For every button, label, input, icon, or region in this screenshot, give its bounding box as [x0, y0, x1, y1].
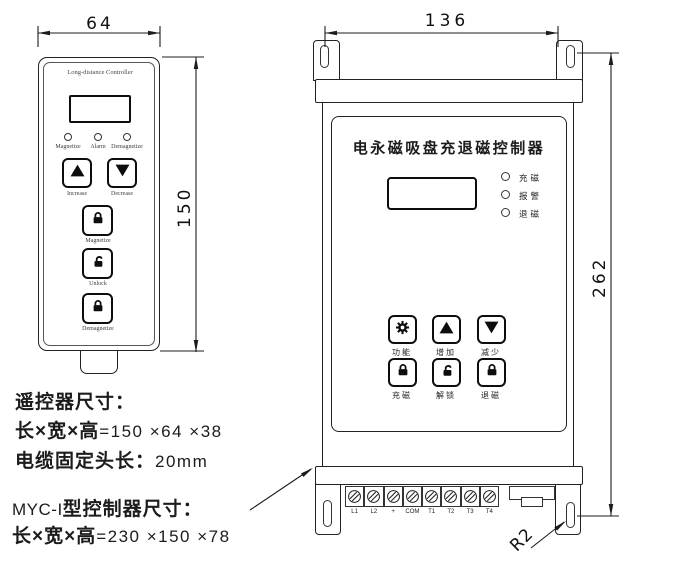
unlock-icon [440, 363, 454, 382]
terminal-label: L1 [351, 509, 358, 515]
terminal-screw [460, 486, 480, 507]
controller-top-band [315, 79, 583, 103]
down-arrow-icon [115, 164, 130, 182]
controller-bottom-band [315, 466, 583, 485]
terminal-screw [441, 486, 461, 507]
remote-magnetize-button [82, 205, 113, 236]
controller-height-dimension: 262 [590, 256, 610, 298]
remote-width-dimension: 64 [86, 14, 114, 34]
lock-icon [91, 211, 105, 230]
controller-heading-rest: 型控制器尺寸： [62, 499, 203, 520]
remote-light-label: Alarm [90, 144, 106, 150]
decrease-button [477, 315, 506, 344]
decrease-label: 减少 [481, 348, 501, 357]
controller-width-dimension: 136 [424, 11, 470, 31]
demagnetize-button [477, 358, 506, 387]
increase-button [432, 315, 461, 344]
controller-light-label: 退磁 [519, 209, 543, 219]
up-arrow-icon [70, 164, 85, 182]
cable-gland [80, 351, 118, 374]
terminal-screw [422, 486, 442, 507]
terminal-label: + [391, 509, 395, 515]
terminal-screw [479, 486, 499, 507]
magnetize-label: 充磁 [392, 391, 412, 400]
remote-increase-label: Increase [67, 191, 87, 197]
terminal-strip [345, 486, 499, 507]
mounting-slot [320, 45, 329, 68]
terminal-screw [383, 486, 403, 507]
panel-title: 电永磁吸盘充退磁控制器 [352, 140, 546, 157]
terminal-label: T4 [485, 509, 493, 515]
terminal-screw [402, 486, 422, 507]
remote-demagnetize-button [82, 293, 113, 324]
terminal-label: COM [405, 509, 420, 515]
function-button [388, 315, 417, 344]
remote-unlock-button [82, 248, 113, 279]
magnetize-button [388, 358, 417, 387]
controller-size-line: 长×宽×高=230 ×150 ×78 [12, 521, 231, 548]
size-label: 长×宽×高 [12, 526, 97, 547]
increase-label: 增加 [436, 348, 456, 357]
remote-unlock-label: Unlock [89, 281, 107, 287]
remote-light-demagnetize [123, 133, 131, 141]
mounting-slot [566, 45, 575, 68]
remote-size-heading: 遥控器尺寸： [15, 392, 136, 413]
up-arrow-icon [439, 321, 454, 339]
terminal-label: T2 [447, 509, 455, 515]
controller-display [387, 177, 477, 210]
controller-light-label: 充磁 [519, 173, 543, 183]
unlock-button [432, 358, 461, 387]
lock-icon [91, 299, 105, 318]
gear-icon [395, 320, 410, 340]
terminal-screw [345, 486, 365, 507]
demagnetize-label: 退磁 [481, 391, 501, 400]
cable-length-line: 电缆固定头长：20mm [15, 446, 208, 473]
corner-radius-dimension: R2 [506, 524, 538, 556]
controller-size-value: =230 ×150 ×78 [96, 527, 231, 546]
lock-icon [485, 363, 499, 382]
remote-light-alarm [94, 133, 102, 141]
remote-increase-button [62, 158, 92, 188]
cable-length-label: 电缆固定头长： [15, 451, 156, 472]
mounting-slot [323, 500, 332, 527]
terminal-screw [364, 486, 384, 507]
remote-size-line: 长×宽×高=150 ×64 ×38 [15, 416, 223, 443]
remote-demagnetize-label: Demagnetize [82, 326, 114, 332]
remote-decrease-label: Decrease [111, 191, 133, 197]
down-arrow-icon [484, 321, 499, 339]
remote-brand-text: Long-distance Controller [67, 69, 133, 76]
remote-light-magnetize [64, 133, 72, 141]
terminal-label: T3 [466, 509, 474, 515]
lock-icon [396, 363, 410, 382]
unlock-label: 解锁 [436, 391, 456, 400]
controller-light-demagnetize [501, 208, 510, 217]
remote-size-value: =150 ×64 ×38 [99, 422, 223, 441]
controller-light-alarm [501, 190, 510, 199]
unlock-icon [91, 254, 105, 273]
mounting-slot [566, 502, 575, 528]
remote-light-label: Magnetize [55, 144, 81, 150]
remote-height-dimension: 150 [175, 186, 195, 228]
function-label: 功能 [392, 348, 412, 357]
terminal-label: L2 [370, 509, 378, 515]
cable-length-value: 20mm [155, 452, 209, 471]
size-label: 长×宽×高 [15, 421, 100, 442]
terminal-label: T1 [428, 509, 436, 515]
remote-decrease-button [107, 158, 137, 188]
connector-notch [521, 497, 543, 507]
remote-display [69, 95, 131, 123]
terminal-labels: L1 L2 + COM T1 T2 T3 T4 [345, 509, 499, 515]
remote-light-label: Demagnetize [111, 144, 143, 150]
controller-light-magnetize [501, 172, 510, 181]
controller-size-heading: MYC-I型控制器尺寸： [12, 494, 203, 521]
controller-model: MYC-I [12, 500, 63, 519]
remote-magnetize-label: Magnetize [85, 238, 111, 244]
controller-light-label: 报警 [519, 191, 543, 201]
mounting-ear-top-left [313, 40, 340, 81]
